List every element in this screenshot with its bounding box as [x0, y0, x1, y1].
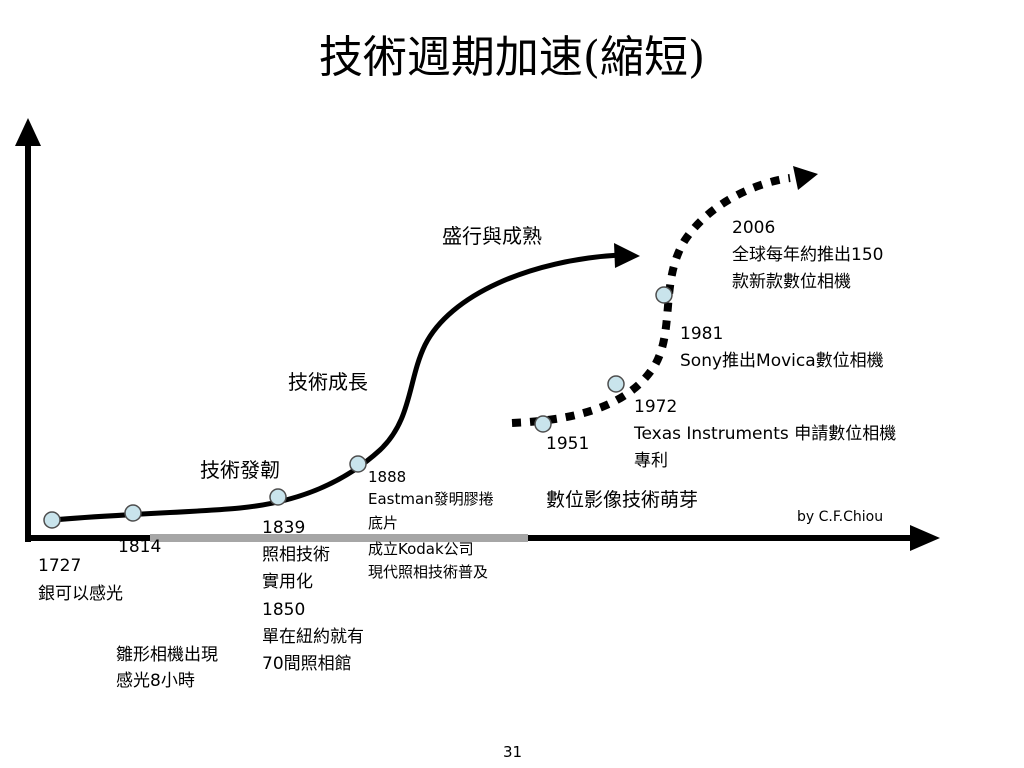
milestone-text-1814-line2: 感光8小時: [116, 671, 195, 691]
milestone-year-1888: 1888: [368, 468, 407, 486]
milestone-year-1972: 1972: [634, 397, 678, 417]
node-1888[interactable]: [349, 455, 367, 473]
digital-era-curve: [511, 174, 791, 427]
milestone-text-2006-line1: 全球每年約推出150: [732, 245, 884, 265]
node-1814[interactable]: [124, 504, 142, 522]
milestone-text-1850-line2: 70間照相館: [262, 654, 352, 674]
milestone-text-1972-line1: Texas Instruments 申請數位相機: [634, 424, 897, 444]
page-number: 31: [503, 743, 523, 761]
milestone-year-1727: 1727: [38, 556, 82, 576]
milestone-text-1727: 銀可以感光: [38, 584, 123, 604]
milestone-text-1888-line1: Eastman發明膠捲: [368, 490, 494, 508]
film-era-curve-arrowhead: [614, 243, 640, 268]
milestone-text-1888-line4: 現代照相技術普及: [368, 563, 489, 581]
phase-label-digital: 數位影像技術萌芽: [546, 489, 699, 511]
milestone-text-1839-line1: 照相技術: [262, 545, 330, 565]
node-1981[interactable]: [655, 286, 673, 304]
milestone-text-1888-line3: 成立Kodak公司: [368, 540, 474, 558]
phase-label-growth: 技術成長: [288, 370, 368, 394]
milestone-text-1850-line1: 單在紐約就有: [262, 627, 364, 647]
node-1727[interactable]: [43, 511, 61, 529]
milestone-text-1888-line2: 底片: [368, 514, 399, 532]
phase-label-embryonic: 技術發韌: [200, 458, 280, 482]
author-credit: by C.F.Chiou: [797, 509, 884, 525]
y-axis-arrowhead: [15, 118, 41, 146]
milestone-year-2006: 2006: [732, 218, 776, 238]
x-axis-gray-band: [150, 534, 528, 542]
slide-title: 技術週期加速(縮短): [318, 32, 706, 83]
digital-era-curve-arrowhead: [793, 166, 818, 190]
milestone-year-1981: 1981: [680, 324, 724, 344]
x-axis-arrowhead: [910, 525, 940, 551]
node-1972[interactable]: [607, 375, 625, 393]
milestone-text-1814-line1: 雛形相機出現: [116, 645, 218, 665]
milestone-year-1814: 1814: [118, 537, 162, 557]
film-era-curve: [51, 252, 621, 523]
milestone-year-1951: 1951: [546, 434, 590, 454]
milestone-text-1972-line2: 專利: [634, 451, 668, 471]
phase-label-maturity: 盛行與成熟: [442, 224, 542, 248]
milestone-year-1850: 1850: [262, 600, 306, 620]
milestone-year-1839: 1839: [262, 518, 306, 538]
milestone-text-2006-line2: 款新款數位相機: [732, 272, 851, 292]
milestone-text-1839-line2: 實用化: [262, 572, 313, 592]
milestone-text-1981: Sony推出Movica數位相機: [680, 351, 884, 371]
node-1839[interactable]: [269, 488, 287, 506]
node-1951[interactable]: [534, 415, 552, 433]
